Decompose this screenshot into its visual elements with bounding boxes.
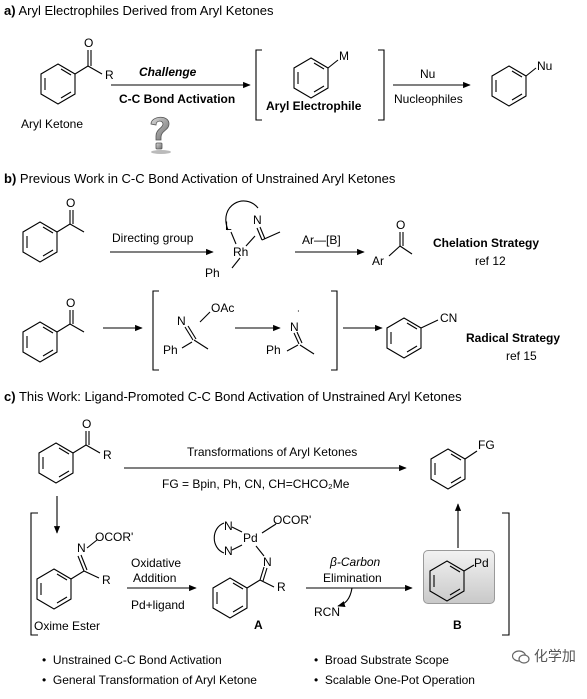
bullet-text-1: Unstrained C-C Bond Activation [52, 653, 222, 667]
metal-label: M [339, 49, 349, 63]
aryl-electrophile-label: Aryl Electrophile [266, 99, 362, 113]
section-a-prefix: a) [4, 3, 16, 18]
bullet-text-4: Scalable One-Pot Operation [324, 673, 475, 687]
oxime-ph-label: Ph [163, 343, 178, 357]
nu-label: Nu [420, 67, 436, 81]
ocor-label: OCOR' [95, 530, 134, 544]
cc-activation-label: C-C Bond Activation [119, 92, 236, 106]
bracket-right-b [331, 290, 338, 371]
radical-n-label: N [290, 320, 299, 334]
ref-12-label: ref 12 [475, 254, 506, 268]
bullet-item-2: • Broad Substrate Scope [314, 653, 449, 667]
oxime-ester-label: Oxime Ester [34, 619, 101, 633]
section-a-heading: a) Aryl Electrophiles Derived from Aryl … [4, 3, 274, 18]
aryl-ketone-label: Aryl Ketone [21, 117, 84, 131]
bullet-item-1: • Unstrained C-C Bond Activation [42, 653, 222, 667]
compound-a-label: A [254, 618, 263, 632]
bracket-right-a [378, 49, 385, 121]
ar-b-reagent-label: Ar—[B] [302, 233, 341, 247]
carbonyl-o-c: O [82, 417, 92, 431]
rhodium-label: Rh [233, 245, 249, 259]
oxime-n-label: N [177, 314, 186, 328]
fg-label: FG [478, 438, 495, 452]
pd-aryl-box [423, 550, 495, 604]
nucleophiles-label: Nucleophiles [394, 92, 463, 106]
radical-dot: ˙ [297, 308, 301, 322]
directing-group-label: Directing group [112, 231, 194, 245]
carbonyl-o-b1: O [66, 196, 76, 210]
pd-n-lower-label: N [224, 544, 233, 558]
bracket-left-c [30, 512, 38, 636]
bullet-text-2: Broad Substrate Scope [324, 653, 449, 667]
nu-product-label: Nu [537, 59, 553, 73]
bracket-left-b [152, 290, 159, 371]
bond-ring-carbonyl [74, 65, 89, 75]
rh-phenyl-label: Ph [205, 266, 220, 280]
section-c-prefix: c) [4, 389, 16, 404]
challenge-label: Challenge [139, 65, 197, 79]
elimination-label: Elimination [323, 571, 382, 585]
pd-aryl-label: Pd [474, 556, 489, 570]
pd-imine-n-label: N [263, 555, 272, 569]
watermark-text: 化学加 [533, 648, 576, 664]
watermark: 化学加 [511, 646, 576, 666]
pd-center-label: Pd [243, 531, 258, 545]
transformations-label: Transformations of Aryl Ketones [187, 445, 358, 459]
question-mark-icon [150, 116, 171, 154]
bullet-item-3: • General Transformation of Aryl Ketone [42, 673, 257, 687]
pd-ligand-label: Pd+ligand [131, 598, 185, 612]
fg-definition-label: FG = Bpin, Ph, CN, CH=CHCO₂Me [162, 477, 350, 491]
carbonyl-o-a: O [84, 36, 94, 50]
pd-ligand-arc [213, 522, 225, 554]
pd-n-upper-label: N [224, 519, 233, 533]
section-c-title: This Work: Ligand-Promoted C-C Bond Acti… [18, 389, 462, 404]
pd-ocor-label: OCOR' [273, 513, 312, 527]
benzene-ring-acetophenone-1 [22, 221, 58, 263]
oac-label: OAc [211, 301, 235, 315]
section-b-heading: b) Previous Work in C-C Bond Activation … [4, 171, 395, 186]
ref-15-label: ref 15 [506, 349, 537, 363]
carbonyl-o-b2: O [66, 296, 76, 310]
compound-b-label: B [453, 618, 462, 632]
section-b-prefix: b) [4, 171, 17, 186]
r-group-c: R [103, 448, 112, 462]
bracket-right-c [502, 512, 510, 636]
beta-carbon-text: β-Carbon [330, 555, 381, 569]
oxidative-label: Oxidative [131, 556, 182, 570]
arrow-rcn-release [337, 587, 353, 608]
oxime-ester-n-label: N [77, 541, 86, 555]
section-a-title: Aryl Electrophiles Derived from Aryl Ket… [18, 3, 274, 18]
product-ar-label: Ar [372, 254, 384, 268]
bracket-left-a [255, 49, 262, 121]
product-o-label: O [396, 218, 406, 232]
beta-carbon-label: β-Carbon [330, 555, 380, 569]
addition-label: Addition [133, 571, 177, 585]
rh-nitrogen-label: N [253, 213, 262, 227]
ligand-l-label: L [225, 219, 232, 233]
bullet-item-4: • Scalable One-Pot Operation [314, 673, 475, 687]
cn-label: CN [440, 311, 458, 325]
oxime-ester-r-label: R [102, 573, 111, 587]
radical-ph-label: Ph [266, 343, 281, 357]
rcn-label: RCN [314, 605, 340, 619]
bullet-text-3: General Transformation of Aryl Ketone [52, 673, 257, 687]
wechat-icon [511, 650, 530, 664]
r-group-a: R [105, 68, 114, 82]
chelation-strategy-label: Chelation Strategy [433, 236, 540, 250]
radical-strategy-label: Radical Strategy [466, 331, 561, 345]
pd-r-label: R [277, 580, 286, 594]
section-b-title: Previous Work in C-C Bond Activation of … [19, 171, 396, 186]
rh-chelate-arc [225, 200, 259, 231]
section-c-heading: c) This Work: Ligand-Promoted C-C Bond A… [4, 389, 462, 404]
